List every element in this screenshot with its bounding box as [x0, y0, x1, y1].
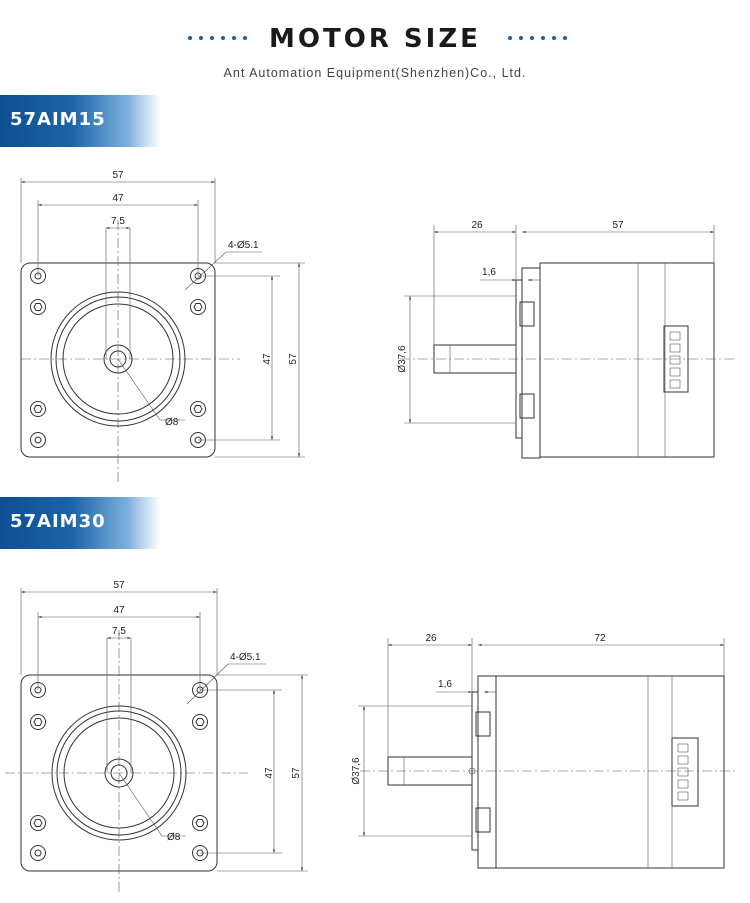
section-label-57aim30: 57AIM30: [0, 497, 160, 549]
dim-side-57: 57: [291, 767, 302, 779]
dim-width: 57: [113, 580, 125, 591]
dim-body-length: 57: [612, 220, 624, 231]
dim-side-47: 47: [264, 767, 275, 779]
company-name: Ant Automation Equipment(Shenzhen)Co., L…: [223, 66, 527, 80]
side-view-57aim15: [400, 225, 735, 459]
dim-holes: 4-Ø5.1: [230, 652, 261, 663]
dim-side-47: 47: [262, 353, 273, 365]
dim-body-length: 72: [594, 633, 606, 644]
dim-pilot: Ø37,6: [351, 757, 362, 785]
dim-shaft: Ø8: [165, 417, 179, 428]
decorative-dots-left: [188, 36, 247, 40]
dim-flange: 1,6: [438, 679, 452, 690]
decorative-dots-right: [508, 36, 567, 40]
dim-shaft-length: 26: [425, 633, 437, 644]
dim-shaft-flat: 7.5: [111, 216, 125, 227]
dim-flange: 1,6: [482, 267, 496, 278]
page-header: MOTOR SIZE Ant Automation Equipment(Shen…: [0, 0, 750, 95]
side-view-57aim30: [358, 638, 735, 869]
dim-side-57: 57: [288, 353, 299, 365]
dim-hole-spacing: 47: [112, 193, 124, 204]
dim-shaft: Ø8: [167, 832, 181, 843]
dim-holes: 4-Ø5.1: [228, 240, 259, 251]
page-title: MOTOR SIZE: [269, 24, 481, 54]
dim-hole-spacing: 47: [113, 605, 125, 616]
dim-shaft-flat: 7,5: [112, 626, 126, 637]
front-view-57aim15: [20, 178, 305, 485]
section-label-57aim15: 57AIM15: [0, 95, 160, 147]
dim-shaft-length: 26: [471, 220, 483, 231]
dim-width: 57: [112, 170, 124, 181]
front-view-57aim30: [5, 588, 308, 895]
dim-pilot: Ø37,6: [397, 345, 408, 373]
